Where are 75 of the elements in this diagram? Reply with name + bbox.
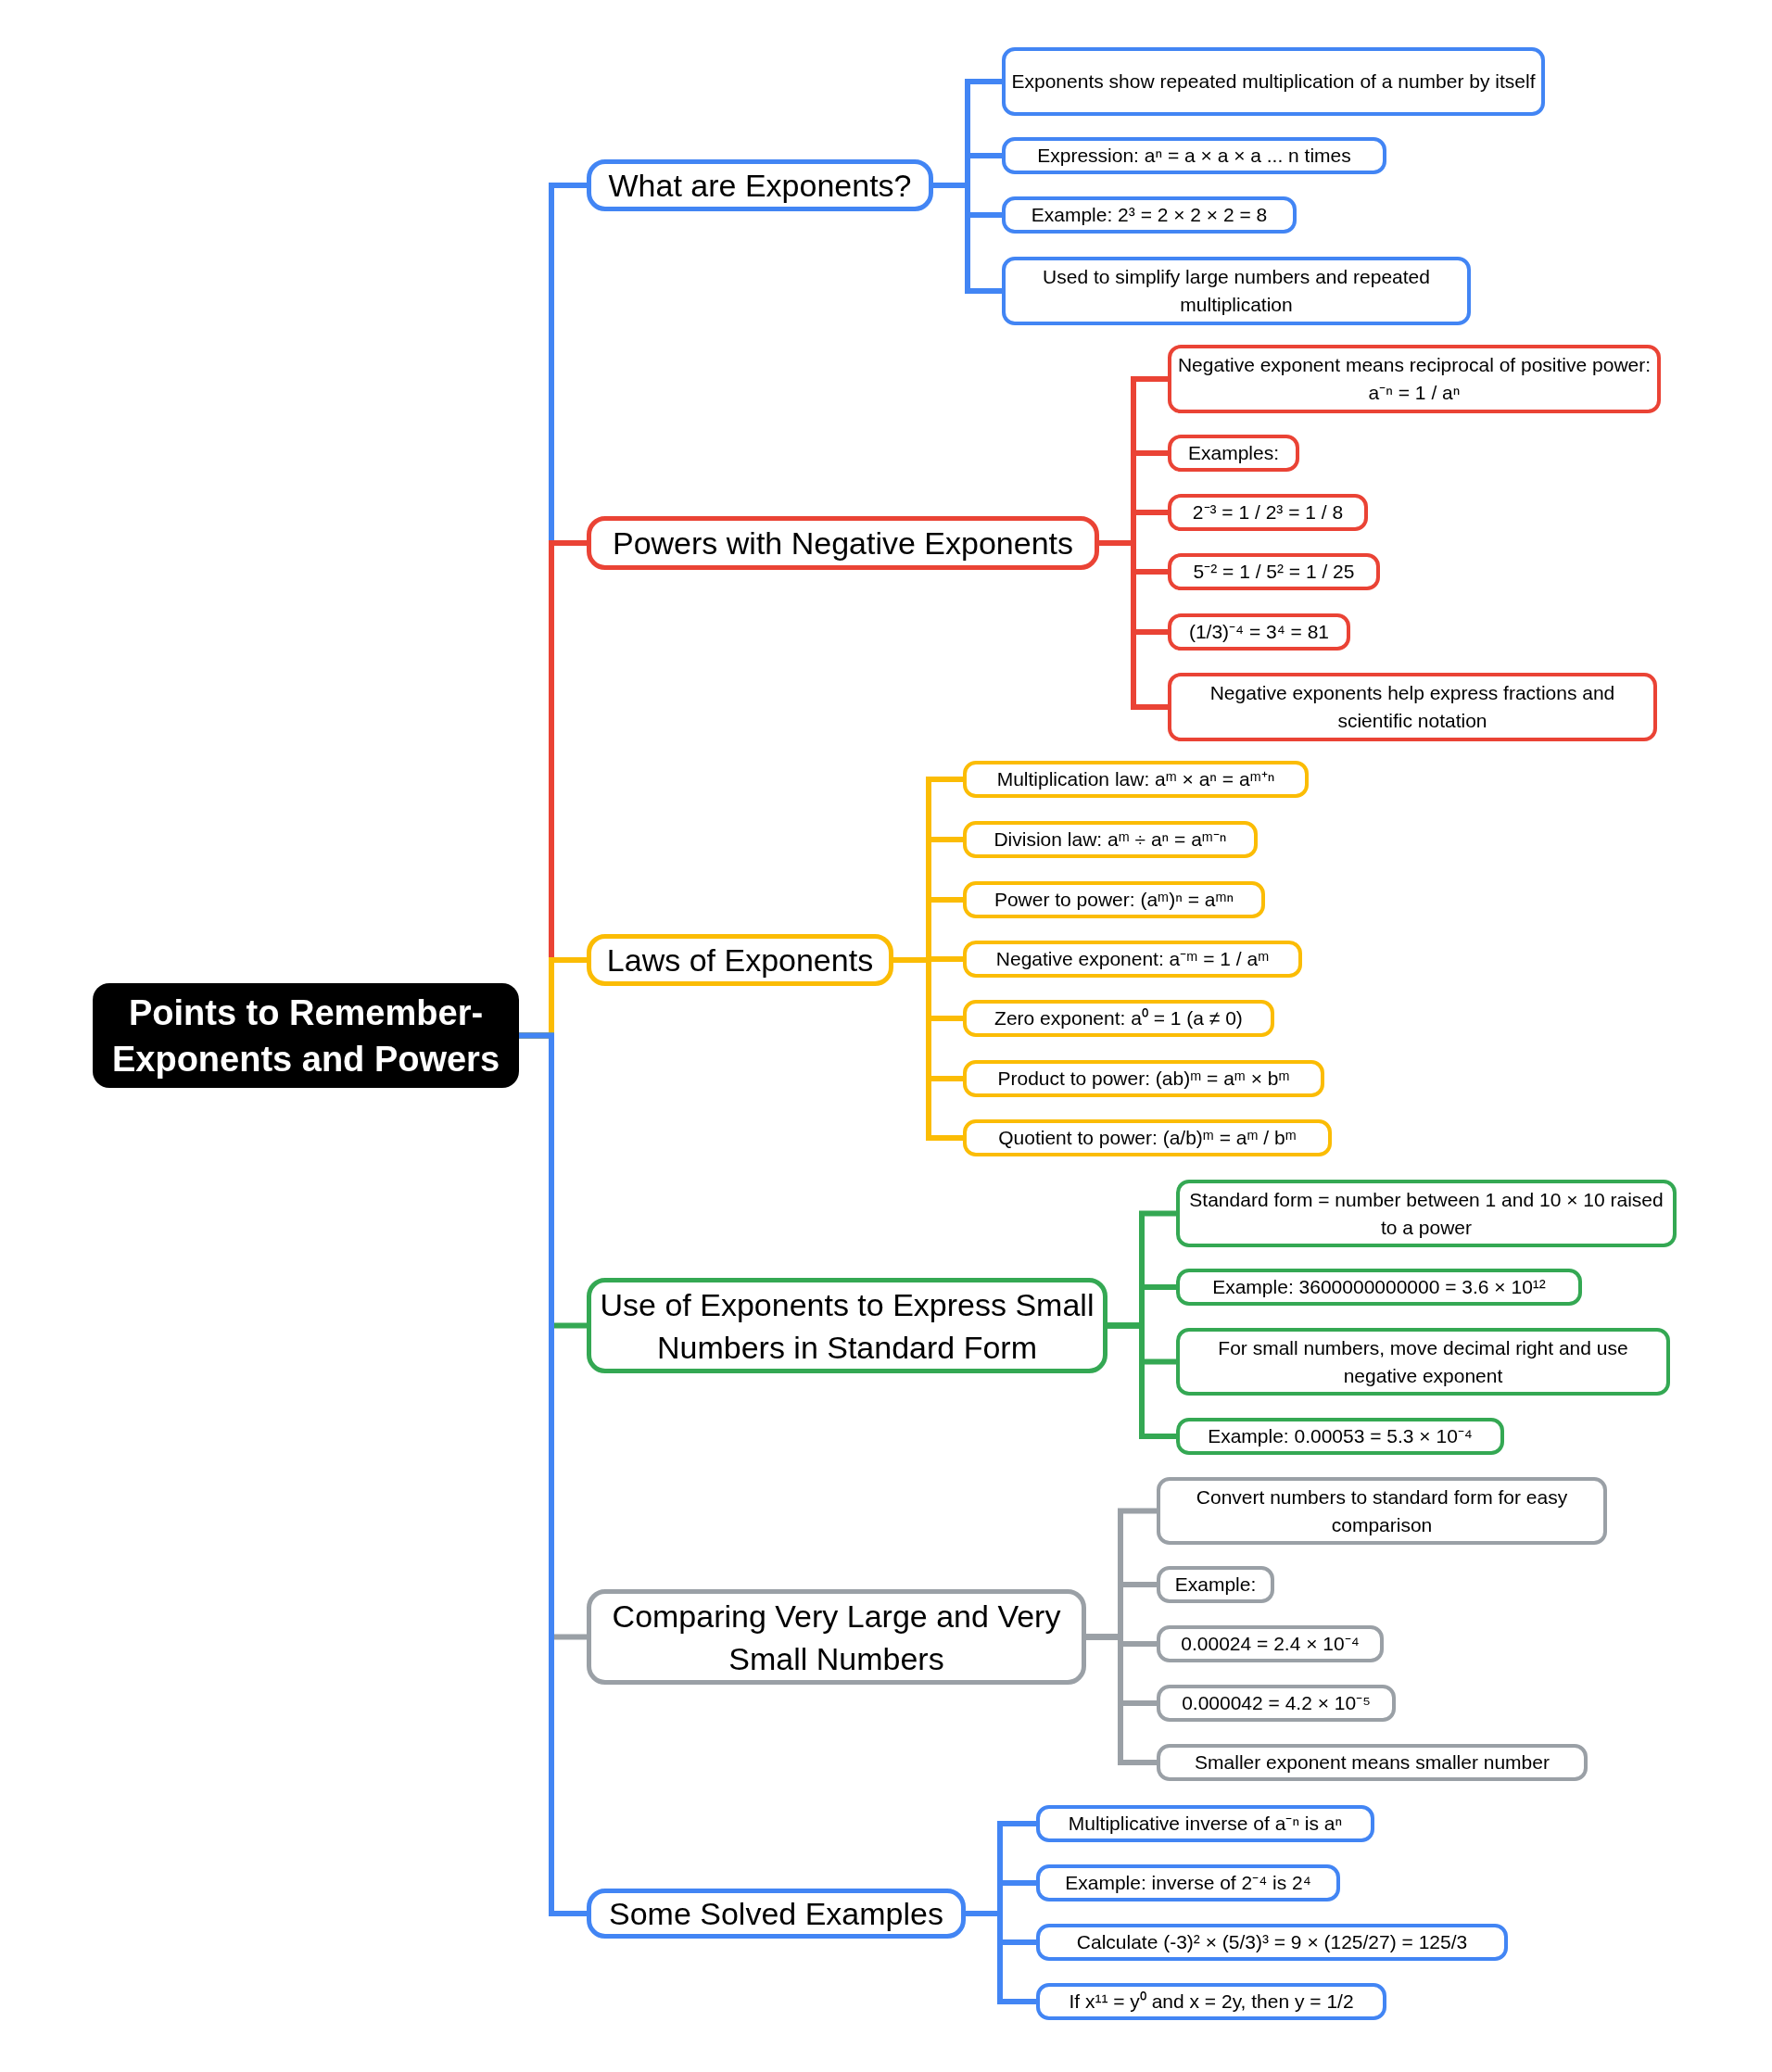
topic-text: Example: 3600000000000 = 3.6 × 10¹² (1212, 1275, 1546, 1299)
topic-text: Negative exponents help express fractions and scientific notation (1209, 681, 1616, 733)
subtopic-box (1168, 494, 1368, 531)
topic-text: Multiplication law: aᵐ × aⁿ = aᵐ⁺ⁿ (996, 767, 1275, 791)
topic-box (587, 1889, 966, 1939)
topic-text: Example: 2³ = 2 × 2 × 2 = 8 (1031, 203, 1268, 227)
subtopic-box (1168, 613, 1350, 651)
subtopic-box (963, 881, 1265, 918)
subtopic-box (1168, 553, 1380, 590)
subtopic-box (1002, 196, 1297, 234)
topic-text: Negative exponent: a⁻ᵐ = 1 / aᵐ (995, 947, 1270, 971)
topic-text: Points to Remember- Exponents and Powers (110, 992, 501, 1080)
topic-text: If x¹¹ = y⁰ and x = 2y, then y = 1/2 (1069, 1990, 1354, 2014)
topic-text: Negative exponent means reciprocal of positive power: a⁻ⁿ = 1 / aⁿ (1176, 353, 1652, 405)
topic-text: Example: (1174, 1573, 1257, 1597)
topic-text: Division law: aᵐ ÷ aⁿ = aᵐ⁻ⁿ (994, 828, 1227, 852)
subtopic-box (1168, 673, 1657, 741)
topic-text: Powers with Negative Exponents (612, 524, 1073, 562)
root-topic-box (93, 983, 519, 1088)
topic-box (587, 516, 1099, 570)
subtopic-box (1176, 1269, 1582, 1306)
topic-text: 0.00024 = 2.4 × 10⁻⁴ (1181, 1632, 1360, 1656)
subtopic-box (1002, 257, 1471, 325)
topic-text: (1/3)⁻⁴ = 3⁴ = 81 (1188, 620, 1330, 644)
topic-text: 5⁻² = 1 / 5² = 1 / 25 (1193, 560, 1355, 584)
topic-box (587, 934, 893, 986)
subtopic-box (1157, 1625, 1384, 1662)
connector-line (1108, 1322, 1176, 1439)
subtopic-box (1168, 435, 1299, 472)
topic-text: Some Solved Examples (609, 1895, 943, 1933)
topic-box (587, 1278, 1108, 1373)
topic-text: 2⁻³ = 1 / 2³ = 1 / 8 (1192, 500, 1344, 524)
topic-text: Smaller exponent means smaller number (1195, 1750, 1550, 1775)
topic-text: Exponents show repeated multiplication of a number by itself (1011, 69, 1536, 94)
topic-text: Example: inverse of 2⁻⁴ is 2⁴ (1065, 1871, 1311, 1895)
topic-text: Comparing Very Large and Very Small Numbers (611, 1597, 1062, 1678)
subtopic-box (1157, 1685, 1396, 1722)
topic-text: Expression: aⁿ = a × a × a ... n times (1037, 144, 1351, 168)
topic-text: Example: 0.00053 = 5.3 × 10⁻⁴ (1208, 1424, 1473, 1448)
topic-text: Zero exponent: a⁰ = 1 (a ≠ 0) (994, 1006, 1243, 1030)
topic-text: Power to power: (aᵐ)ⁿ = aᵐⁿ (994, 888, 1234, 912)
subtopic-box (963, 1000, 1274, 1037)
subtopic-box (1176, 1418, 1504, 1455)
subtopic-box (1036, 1983, 1386, 2020)
subtopic-box (963, 941, 1302, 978)
subtopic-box (1157, 1477, 1607, 1545)
topic-text: Calculate (-3)² × (5/3)³ = 9 × (125/27) = 125/3 (1076, 1930, 1468, 1954)
subtopic-box (1036, 1805, 1374, 1842)
topic-box (587, 1589, 1086, 1685)
subtopic-box (1157, 1744, 1588, 1781)
topic-text: Use of Exponents to Express Small Numbers in Standard Form (599, 1285, 1095, 1367)
subtopic-box (1002, 137, 1386, 174)
subtopic-box (963, 1060, 1324, 1097)
subtopic-box (963, 821, 1258, 858)
subtopic-box (1168, 345, 1661, 413)
topic-text: What are Exponents? (608, 167, 912, 205)
subtopic-box (1176, 1180, 1677, 1247)
topic-text: Laws of Exponents (606, 941, 874, 979)
subtopic-box (963, 1119, 1332, 1156)
topic-box (587, 159, 933, 211)
subtopic-box (1036, 1924, 1508, 1961)
subtopic-box (963, 761, 1309, 798)
subtopic-box (1157, 1566, 1274, 1603)
topic-text: 0.000042 = 4.2 × 10⁻⁵ (1182, 1691, 1371, 1715)
topic-text: Standard form = number between 1 and 10 × 10 raised to a power (1188, 1187, 1664, 1240)
topic-text: Multiplicative inverse of a⁻ⁿ is aⁿ (1068, 1812, 1343, 1836)
topic-text: Convert numbers to standard form for easy comparison (1195, 1485, 1569, 1537)
subtopic-box (1176, 1328, 1670, 1396)
subtopic-box (1002, 47, 1545, 116)
topic-text: Quotient to power: (a/b)ᵐ = aᵐ / bᵐ (998, 1126, 1297, 1150)
subtopic-box (1036, 1864, 1340, 1901)
topic-text: For small numbers, move decimal right and use negative exponent (1217, 1335, 1629, 1388)
topic-text: Examples: (1187, 441, 1279, 465)
topic-text: Used to simplify large numbers and repeated multiplication (1042, 265, 1431, 317)
topic-text: Product to power: (ab)ᵐ = aᵐ × bᵐ (997, 1067, 1290, 1091)
